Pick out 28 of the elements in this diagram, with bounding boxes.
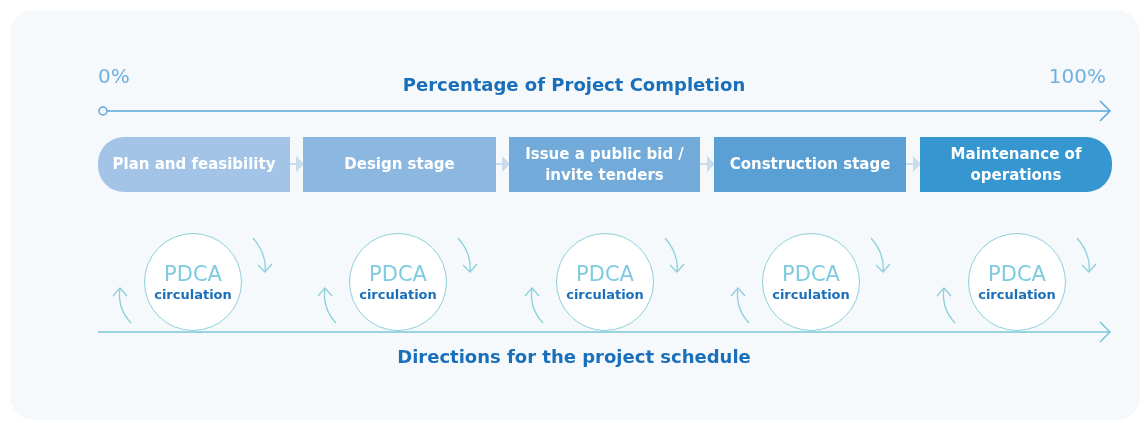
axis-title: Percentage of Project Completion xyxy=(402,74,746,95)
cycle-subtitle: circulation xyxy=(154,285,232,303)
chevron-arrow xyxy=(495,156,510,172)
stage-box xyxy=(920,137,1112,192)
stage-box xyxy=(509,137,700,192)
cycle-title: PDCA xyxy=(988,261,1046,286)
cycle-title: PDCA xyxy=(782,261,840,286)
stage-label: Maintenance of operations xyxy=(949,143,1083,186)
cycle-subtitle: circulation xyxy=(566,285,644,303)
cycle-title: PDCA xyxy=(369,261,427,286)
chevron-arrow xyxy=(699,156,715,172)
stage-box xyxy=(714,137,906,192)
stage-box xyxy=(98,137,290,192)
chevron-arrow xyxy=(905,156,921,172)
stage-label: Issue a public bid / invite tenders xyxy=(524,143,685,186)
stage-label: Design stage xyxy=(344,154,455,175)
axis-end-label: 100% xyxy=(1048,64,1106,88)
chevron-arrow xyxy=(289,156,304,172)
cycle-title: PDCA xyxy=(164,261,222,286)
cycle-subtitle: circulation xyxy=(772,285,850,303)
cycle-subtitle: circulation xyxy=(978,285,1056,303)
axis-start-label: 0% xyxy=(98,64,130,88)
axis-title: Directions for the project schedule xyxy=(397,346,751,367)
cycle-title: PDCA xyxy=(576,261,634,286)
cycle-subtitle: circulation xyxy=(359,285,437,303)
stage-label: Construction stage xyxy=(729,154,891,175)
stage-box xyxy=(303,137,496,192)
stage-label: Plan and feasibility xyxy=(112,154,276,175)
